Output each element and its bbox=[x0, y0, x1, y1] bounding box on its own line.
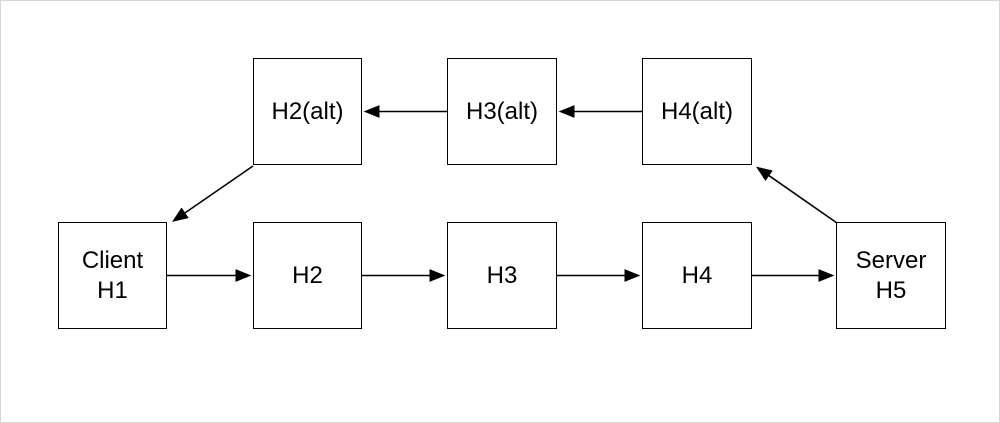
node-h2-alt: H2(alt) bbox=[253, 58, 362, 165]
node-client-h1: Client H1 bbox=[58, 222, 167, 329]
node-h3-alt: H3(alt) bbox=[447, 58, 557, 165]
node-h2: H2 bbox=[253, 222, 362, 329]
node-h4: H4 bbox=[642, 222, 752, 329]
node-h3: H3 bbox=[447, 222, 557, 329]
arrow-serverh5-to-h4alt bbox=[756, 166, 838, 224]
node-h4-alt: H4(alt) bbox=[642, 58, 752, 165]
node-server-h5: Server H5 bbox=[836, 222, 946, 329]
arrow-h2alt-to-clienth1 bbox=[172, 165, 254, 222]
